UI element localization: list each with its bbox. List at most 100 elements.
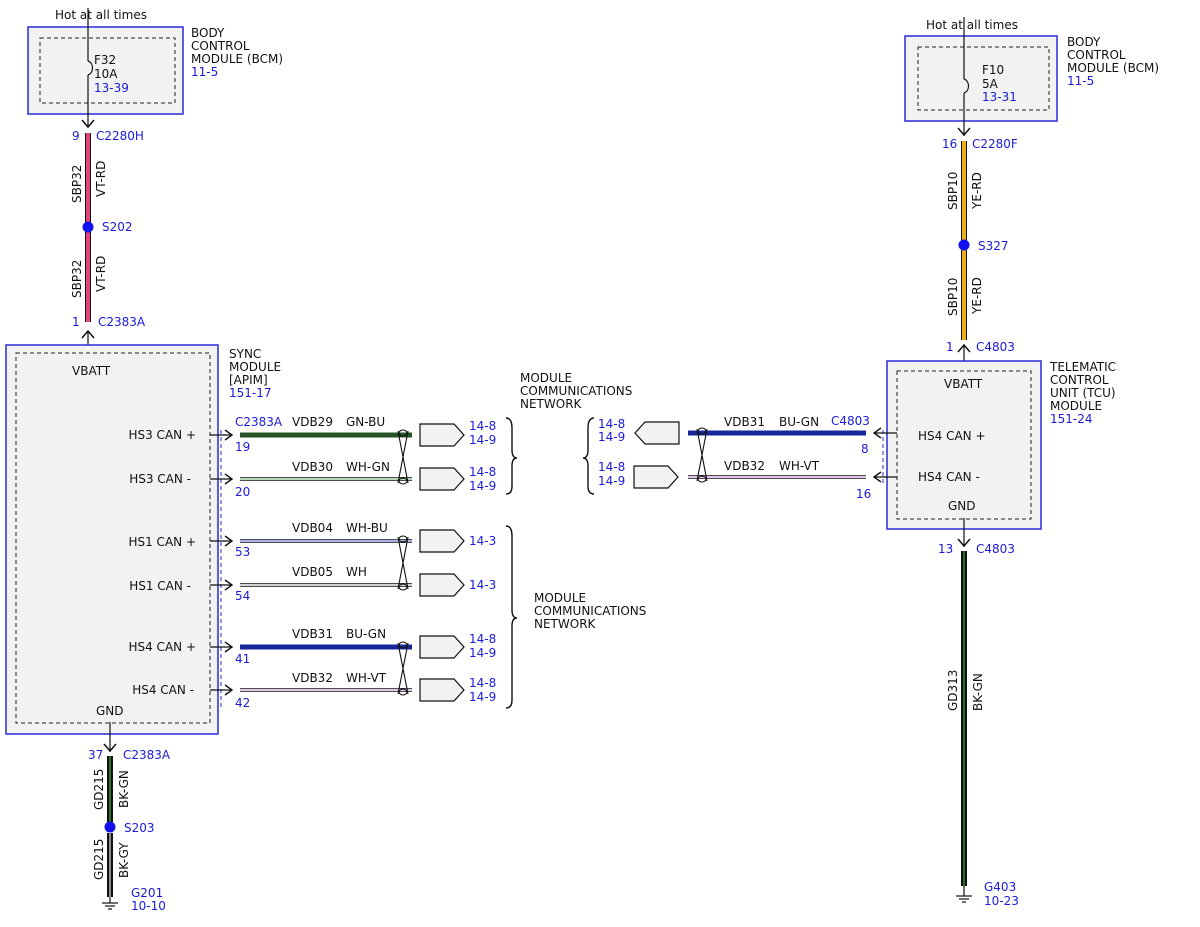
right-bcm-name-2: CONTROL — [1067, 48, 1126, 62]
right-bcm-inner-dashed — [917, 46, 1050, 111]
left-fuse-ref: 13-39 — [94, 81, 129, 95]
twist-tcu-bottom — [697, 475, 707, 483]
twist-pair-hs4 — [397, 642, 409, 695]
sync-signal-row-hs1-minus: HS1 CAN - 54 VDB05 WH 14-3 — [129, 565, 496, 603]
right-c4803-top-connector: C4803 — [976, 340, 1015, 354]
tcu-hs4-plus-label: HS4 CAN + — [918, 429, 986, 443]
right-fuse-ref: 13-31 — [982, 90, 1017, 104]
tcu-connector-label: C4803 — [831, 414, 870, 428]
left-c2383a-gnd-chevron — [103, 743, 117, 753]
sync-hs1-minus-connector — [419, 573, 465, 597]
sync-signal-row-hs3-minus: HS3 CAN - 20 VDB30 WH-GN 14-8 14-9 — [129, 460, 496, 499]
tcu-module-box — [886, 360, 1042, 530]
sync-hs1-minus-circuit: VDB05 — [292, 565, 333, 579]
left-c2383a-top-pin: 1 — [72, 315, 80, 329]
sync-hs1-plus-circuit: VDB04 — [292, 521, 333, 535]
left-bcm-name-2: CONTROL — [191, 39, 250, 53]
tcu-hs4-plus-ref-1: 14-8 — [598, 417, 625, 431]
left-gnd-top-circuit: GD215 — [92, 769, 106, 810]
sync-hs3-minus-ref-2: 14-9 — [469, 479, 496, 493]
twist-pair-hs3 — [397, 430, 409, 484]
sync-hs4-minus-circuit: VDB32 — [292, 671, 333, 685]
right-bcm-module: Hot at all times F10 5A 13-31 BODY CONTR… — [904, 17, 1159, 137]
sync-hs3-minus-circuit: VDB30 — [292, 460, 333, 474]
sync-ref: 151-17 — [229, 386, 272, 400]
left-network-brace-top — [505, 417, 518, 495]
sync-hs1-plus-pin: 53 — [235, 545, 250, 559]
left-bcm-ref: 11-5 — [191, 65, 218, 79]
tcu-hs4-minus-ref-2: 14-9 — [598, 474, 625, 488]
tcu-name-2: CONTROL — [1050, 373, 1109, 387]
sync-hs4-plus-circuit: VDB31 — [292, 627, 333, 641]
sync-hs4-plus-ref-2: 14-9 — [469, 646, 496, 660]
left-wire-bottom-color: VT-RD — [94, 256, 108, 292]
tcu-hs4-minus-pin: 16 — [856, 487, 871, 501]
right-splice-s327-dot — [958, 239, 970, 251]
tcu-hs4-minus-connector — [633, 465, 679, 489]
tcu-hs4-minus-circuit: VDB32 — [724, 459, 765, 473]
sync-hs4-plus-ref-1: 14-8 — [469, 632, 496, 646]
right-fuse-amps: 5A — [982, 77, 999, 91]
left-c2383a-gnd-pin: 37 — [88, 748, 103, 762]
left-ground-icon — [102, 902, 118, 910]
right-ground-ref: 10-23 — [984, 894, 1019, 908]
twist-pair-tcu — [696, 428, 708, 482]
twist-hs3-bottom — [398, 477, 408, 485]
left-ground-ref: 10-10 — [131, 899, 166, 913]
sync-hs4-minus-color: WH-VT — [346, 671, 387, 685]
right-bcm-box — [904, 35, 1058, 122]
right-gnd-circuit: GD313 — [946, 670, 960, 711]
left-bcm-name-1: BODY — [191, 26, 225, 40]
sync-hs1-plus-color: WH-BU — [346, 521, 388, 535]
left-bcm-module: Hot at all times F32 10A 13-39 BODY CONT… — [27, 8, 283, 129]
left-bcm-box — [27, 26, 184, 115]
sync-hs3-minus-ref-1: 14-8 — [469, 465, 496, 479]
sync-name-3: [APIM] — [229, 373, 268, 387]
left-vt-rd-wire-group — [82, 133, 94, 322]
sync-name-2: MODULE — [229, 360, 281, 374]
left-wire-top-circuit: SBP32 — [70, 165, 84, 203]
right-c2280f-connector: C2280F — [972, 137, 1018, 151]
tcu-name-1: TELEMATIC — [1049, 360, 1116, 374]
network-top-line-1: MODULE — [520, 371, 572, 385]
twist-hs4-bottom — [398, 688, 408, 696]
twist-hs3-top — [398, 429, 408, 437]
sync-module-inner-dashed — [15, 352, 211, 724]
sync-hs3-plus-ref-2: 14-9 — [469, 433, 496, 447]
left-splice-s202-label: S202 — [102, 220, 133, 234]
right-bcm-ref: 11-5 — [1067, 74, 1094, 88]
right-hot-label: Hot at all times — [926, 18, 1018, 32]
sync-hs4-plus-label: HS4 CAN + — [128, 640, 196, 654]
tcu-name-3: UNIT (TCU) — [1050, 386, 1116, 400]
tcu-hs4-plus-connector — [634, 421, 680, 445]
left-splice-s202-dot — [82, 221, 94, 233]
tcu-gnd-label: GND — [948, 499, 976, 513]
tcu-name-4: MODULE — [1050, 399, 1102, 413]
right-c4803-gnd-chevron — [957, 538, 971, 548]
left-wire-top-color: VT-RD — [94, 161, 108, 197]
right-network-brace — [582, 417, 595, 495]
sync-hs4-plus-pin: 41 — [235, 652, 250, 666]
sync-hs4-minus-connector — [419, 678, 465, 702]
sync-hs1-minus-pin: 54 — [235, 589, 250, 603]
right-wire-top-color: YE-RD — [970, 172, 984, 210]
right-wire-bottom-circuit: SBP10 — [946, 278, 960, 316]
left-gnd-bottom-color: BK-GY — [117, 842, 131, 878]
tcu-signal-row-hs4-plus: HS4 CAN + 8 VDB31 BU-GN 14-8 14-9 — [598, 415, 986, 456]
left-c2383a-gnd-connector: C2383A — [123, 748, 171, 762]
right-fuse-f10 — [963, 78, 970, 94]
tcu-hs4-plus-circuit: VDB31 — [724, 415, 765, 429]
network-top-line-2: COMMUNICATIONS — [520, 384, 632, 398]
sync-hs1-minus-ref-1: 14-3 — [469, 578, 496, 592]
left-bcm-inner-dashed — [39, 37, 176, 104]
sync-signal-row-hs4-minus: HS4 CAN - 42 VDB32 WH-VT 14-8 14-9 — [132, 671, 496, 710]
tcu-vbatt-label: VBATT — [944, 377, 983, 391]
tcu-hs4-minus-ref-1: 14-8 — [598, 460, 625, 474]
sync-hs4-minus-pin: 42 — [235, 696, 250, 710]
right-ground-name: G403 — [984, 880, 1016, 894]
sync-signal-row-hs4-plus: HS4 CAN + 41 VDB31 BU-GN 14-8 14-9 — [128, 627, 496, 666]
left-wire-bottom-circuit: SBP32 — [70, 260, 84, 298]
tcu-hs4-plus-color: BU-GN — [779, 415, 819, 429]
sync-hs1-minus-color: WH — [346, 565, 367, 579]
